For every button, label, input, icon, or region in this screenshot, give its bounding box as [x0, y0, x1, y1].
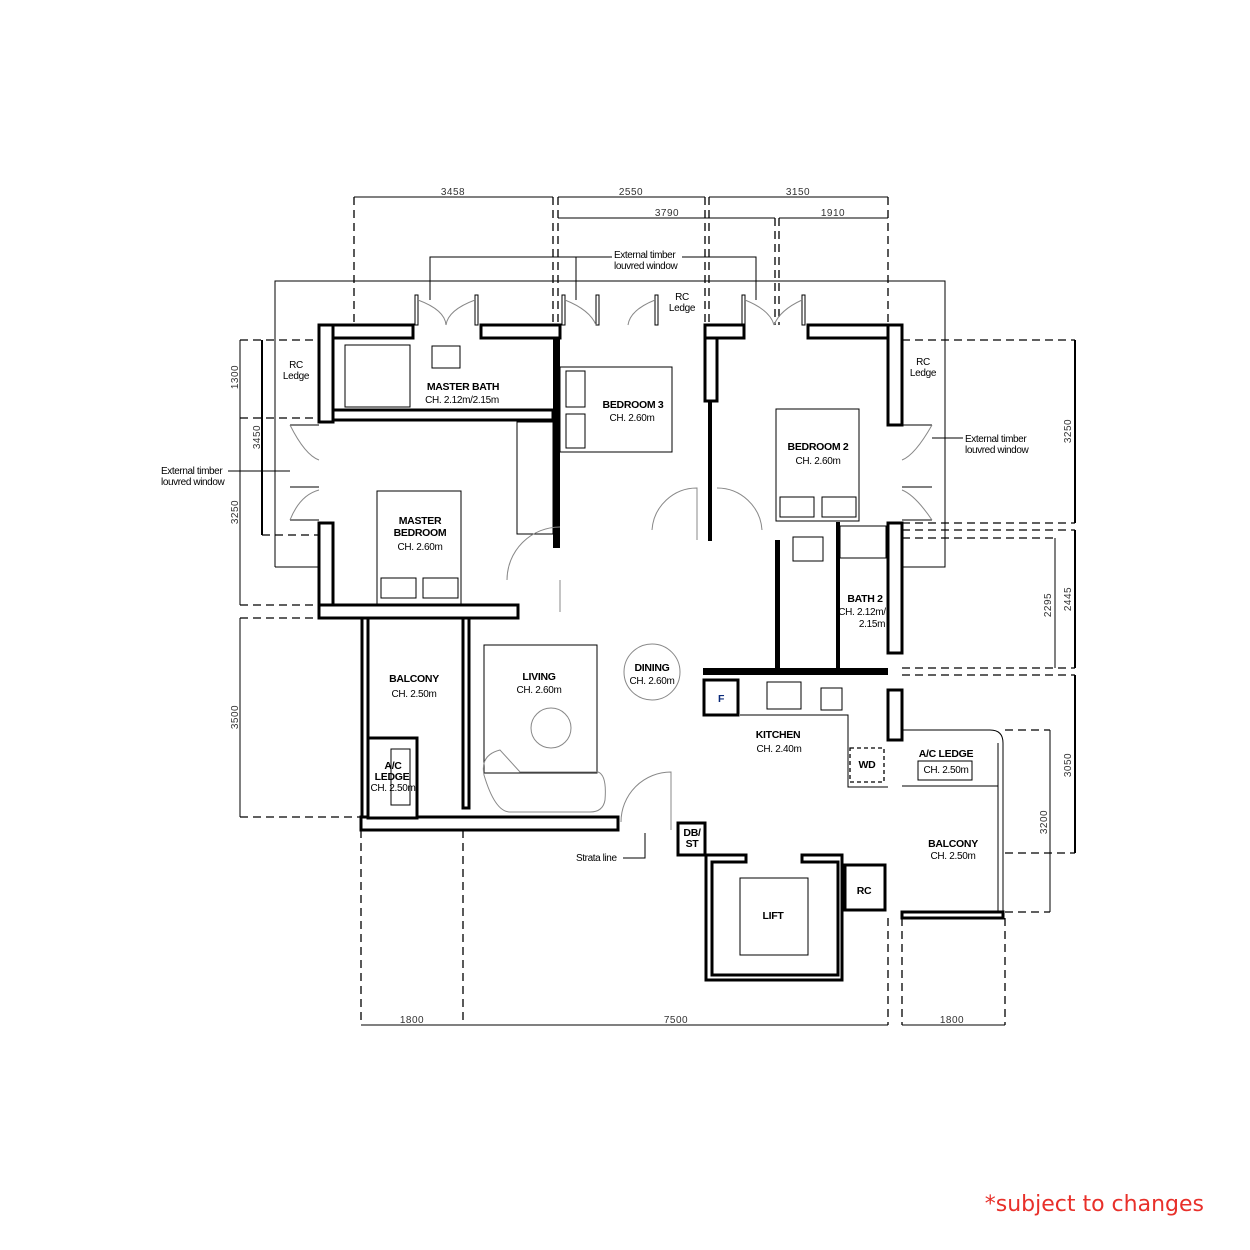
dim-right-1: 3250: [1063, 419, 1074, 443]
bath2-label: BATH 2: [847, 593, 883, 605]
washer-dryer-label: WD: [859, 759, 877, 771]
balcony-right-ch: CH. 2.50m: [930, 851, 975, 862]
dim-left-2: 3250: [230, 500, 241, 524]
window-top-label-2: louvred window: [614, 261, 679, 272]
walls: [317, 323, 1005, 982]
master-bedroom-ch: CH. 2.60m: [397, 542, 442, 553]
bedroom3-ch: CH. 2.60m: [609, 413, 654, 424]
window-right-label-2: louvred window: [965, 445, 1030, 456]
dim-left-3: 3500: [230, 705, 241, 729]
dining-ch: CH. 2.60m: [629, 676, 674, 687]
dim-bottom-2: 7500: [664, 1015, 688, 1026]
window-left-label-2: louvred window: [161, 477, 226, 488]
dim-top2-2: 1910: [821, 208, 845, 219]
master-bedroom-label-1: MASTER: [399, 515, 442, 527]
furniture: [344, 344, 888, 830]
dim-top2-1: 3790: [655, 208, 679, 219]
refuse-chute-label: RC: [857, 885, 872, 897]
bedroom3-label: BEDROOM 3: [603, 399, 664, 411]
living-ch: CH. 2.60m: [516, 685, 561, 696]
ledge-top-label-2: Ledge: [669, 303, 696, 314]
bedroom2-ch: CH. 2.60m: [795, 456, 840, 467]
window-top-label-1: External timber: [614, 250, 676, 261]
dim-left-1: 1300: [230, 365, 241, 389]
window-left-label-1: External timber: [161, 466, 223, 477]
windows: [228, 256, 963, 859]
dining-label: DINING: [635, 662, 670, 674]
dimension-lines: [239, 196, 1076, 1026]
ledge-left-label-1: RC: [289, 360, 303, 371]
dim-right2-2: 3200: [1039, 810, 1050, 834]
subject-to-changes-note: *subject to changes: [984, 1192, 1204, 1217]
bath2-ch-2: 2.15m: [859, 619, 885, 630]
dim-bottom-1: 1800: [400, 1015, 424, 1026]
dim-left2: 3450: [252, 425, 263, 449]
balcony-left-label: BALCONY: [389, 673, 439, 685]
ac-ledge-right-label: A/C LEDGE: [919, 748, 974, 760]
room-labels: MASTER BATH CH. 2.12m/2.15m BEDROOM 3 CH…: [370, 381, 978, 922]
ac-ledge-left-label-2: LEDGE: [375, 771, 410, 783]
dimension-labels: 3458 2550 3150 3790 1910 1800 7500 1800 …: [230, 187, 1074, 1026]
living-label: LIVING: [522, 671, 555, 683]
balcony-right-label: BALCONY: [928, 838, 978, 850]
kitchen-ch: CH. 2.40m: [756, 744, 801, 755]
annotations: External timber louvred window External …: [161, 250, 1030, 864]
dim-top-3: 3150: [786, 187, 810, 198]
ledge-right-label-2: Ledge: [910, 368, 937, 379]
extension-lines: [240, 197, 1075, 1025]
ac-ledge-left-label-1: A/C: [384, 760, 402, 772]
dim-top-2: 2550: [619, 187, 643, 198]
dim-top-1: 3458: [441, 187, 465, 198]
balcony-left-ch: CH. 2.50m: [391, 689, 436, 700]
window-right-label-1: External timber: [965, 434, 1027, 445]
dim-right-2: 2445: [1063, 587, 1074, 611]
master-bath-label: MASTER BATH: [427, 381, 499, 393]
db-st-label-1: DB/: [683, 827, 701, 839]
strata-line-label: Strata line: [576, 853, 617, 864]
ac-ledge-right-ch: CH. 2.50m: [923, 765, 968, 776]
fridge-label: F: [718, 693, 725, 705]
dim-right-3: 3050: [1063, 753, 1074, 777]
dim-bottom-3: 1800: [940, 1015, 964, 1026]
master-bath-ch: CH. 2.12m/2.15m: [425, 395, 499, 406]
ledge-right-label-1: RC: [916, 357, 930, 368]
dim-right2-1: 2295: [1043, 593, 1054, 617]
kitchen-label: KITCHEN: [756, 729, 801, 741]
ledge-left-label-2: Ledge: [283, 371, 310, 382]
bedroom2-label: BEDROOM 2: [788, 441, 849, 453]
rc-ledge-outline: [274, 280, 946, 568]
ledge-top-label-1: RC: [675, 292, 689, 303]
lift-label: LIFT: [763, 910, 785, 922]
master-bedroom-label-2: BEDROOM: [394, 527, 447, 539]
ac-ledge-left-ch: CH. 2.50m: [370, 783, 415, 794]
bath2-ch-1: CH. 2.12m/: [838, 607, 886, 618]
db-st-label-2: ST: [686, 838, 700, 850]
